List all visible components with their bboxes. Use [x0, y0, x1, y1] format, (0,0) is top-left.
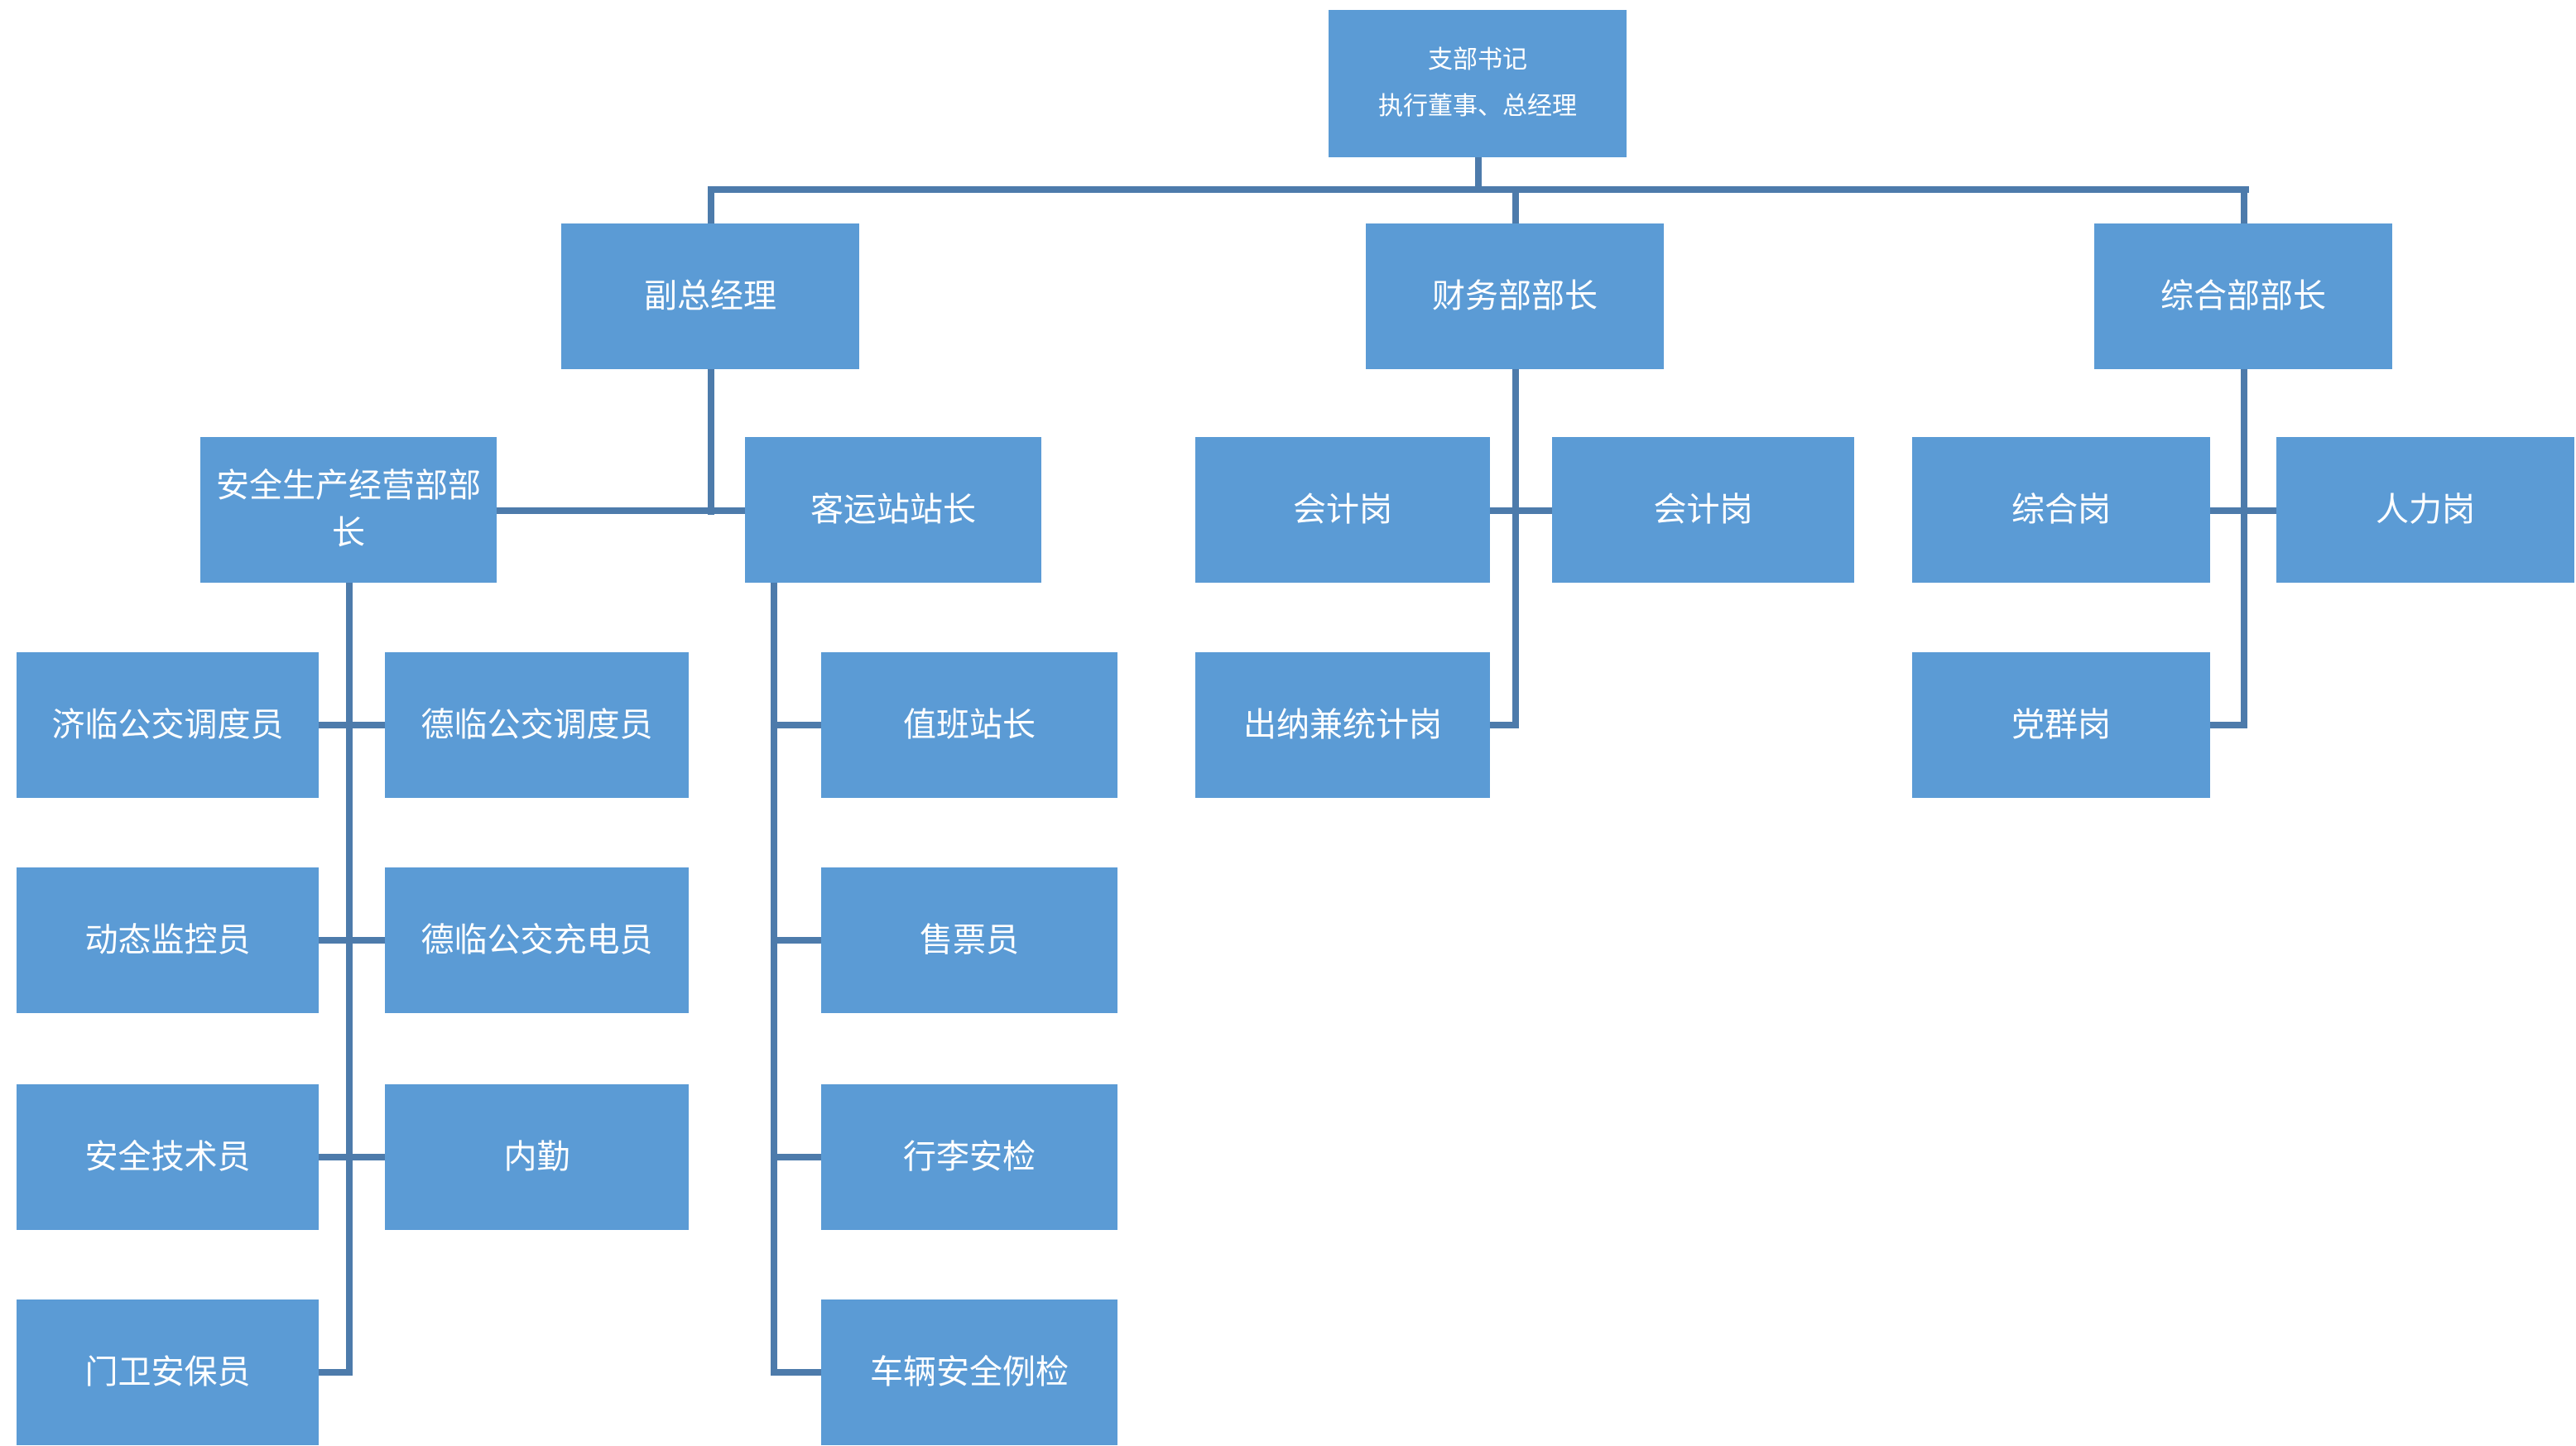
node-safety-production-dept-head: 安全生产经营部部长 [200, 437, 497, 583]
node-delin-bus-charger: 德临公交充电员 [385, 867, 689, 1013]
node-label: 客运站站长 [810, 491, 976, 528]
node-gate-security-guard: 门卫安保员 [17, 1299, 319, 1445]
node-accounting-post-1: 会计岗 [1195, 437, 1490, 583]
connector-segment-13 [771, 722, 821, 728]
node-label: 德临公交充电员 [421, 921, 653, 958]
node-label: 综合岗 [2011, 491, 2111, 528]
node-accounting-post-2: 会计岗 [1552, 437, 1854, 583]
node-safety-technician: 安全技术员 [17, 1084, 319, 1230]
connector-segment-16 [771, 1369, 821, 1376]
node-label: 车辆安全例检 [870, 1353, 1069, 1391]
node-duty-station-chief: 值班站长 [821, 652, 1117, 798]
connector-segment-2 [708, 186, 714, 227]
node-dynamic-monitor: 动态监控员 [17, 867, 319, 1013]
node-label: 会计岗 [1653, 491, 1753, 528]
connector-segment-0 [1475, 156, 1482, 190]
node-label: 德临公交调度员 [421, 706, 653, 743]
connector-segment-14 [771, 937, 821, 944]
node-general-post: 综合岗 [1912, 437, 2210, 583]
node-label: 综合部部长 [2160, 277, 2326, 315]
node-deputy-general-manager: 副总经理 [561, 223, 859, 369]
node-label: 党群岗 [2011, 706, 2111, 743]
node-label: 行李安检 [903, 1138, 1036, 1175]
node-passenger-station-chief: 客运站站长 [745, 437, 1041, 583]
connector-segment-5 [708, 369, 714, 515]
node-vehicle-safety-inspection: 车辆安全例检 [821, 1299, 1117, 1445]
connector-segment-7 [346, 583, 353, 1376]
node-cashier-statistics-post: 出纳兼统计岗 [1195, 652, 1490, 798]
node-label: 售票员 [920, 921, 1019, 958]
node-label: 安全生产经营部部长 [216, 468, 481, 551]
node-hr-post: 人力岗 [2276, 437, 2574, 583]
node-label: 支部书记 [1428, 46, 1527, 74]
connector-segment-18 [1490, 507, 1552, 514]
connector-segment-20 [2241, 369, 2247, 728]
node-label: 出纳兼统计岗 [1243, 706, 1442, 743]
node-label: 财务部部长 [1432, 277, 1598, 315]
node-label: 门卫安保员 [84, 1353, 251, 1391]
node-party-mass-post: 党群岗 [1912, 652, 2210, 798]
node-ticket-seller: 售票员 [821, 867, 1117, 1013]
connector-segment-19 [1490, 722, 1519, 728]
node-general-affairs-dept-head: 综合部部长 [2094, 223, 2392, 369]
node-label: 执行董事、总经理 [1378, 93, 1577, 120]
connector-segment-4 [2241, 186, 2247, 227]
node-branch-secretary-general-manager: 支部书记执行董事、总经理 [1329, 10, 1627, 157]
connector-segment-9 [319, 937, 385, 944]
node-label: 动态监控员 [84, 921, 251, 958]
node-label: 副总经理 [644, 277, 776, 315]
connector-segment-3 [1512, 186, 1519, 227]
node-label: 人力岗 [2376, 491, 2475, 528]
node-delin-bus-dispatcher: 德临公交调度员 [385, 652, 689, 798]
connector-segment-22 [2210, 722, 2247, 728]
connector-segment-12 [771, 583, 777, 1376]
node-label: 值班站长 [903, 706, 1036, 743]
connector-segment-1 [708, 186, 2249, 193]
connector-segment-15 [771, 1154, 821, 1160]
node-label: 内勤 [503, 1138, 570, 1175]
node-label: 济临公交调度员 [51, 706, 284, 743]
connector-segment-6 [497, 507, 745, 514]
connector-segment-21 [2210, 507, 2276, 514]
connector-segment-11 [319, 1369, 353, 1376]
node-finance-dept-head: 财务部部长 [1366, 223, 1664, 369]
node-office-clerk: 内勤 [385, 1084, 689, 1230]
node-jilin-bus-dispatcher: 济临公交调度员 [17, 652, 319, 798]
node-label: 安全技术员 [84, 1138, 251, 1175]
node-label: 会计岗 [1293, 491, 1392, 528]
node-luggage-security-check: 行李安检 [821, 1084, 1117, 1230]
connector-segment-10 [319, 1154, 385, 1160]
connector-segment-17 [1512, 369, 1519, 728]
connector-segment-8 [319, 722, 385, 728]
